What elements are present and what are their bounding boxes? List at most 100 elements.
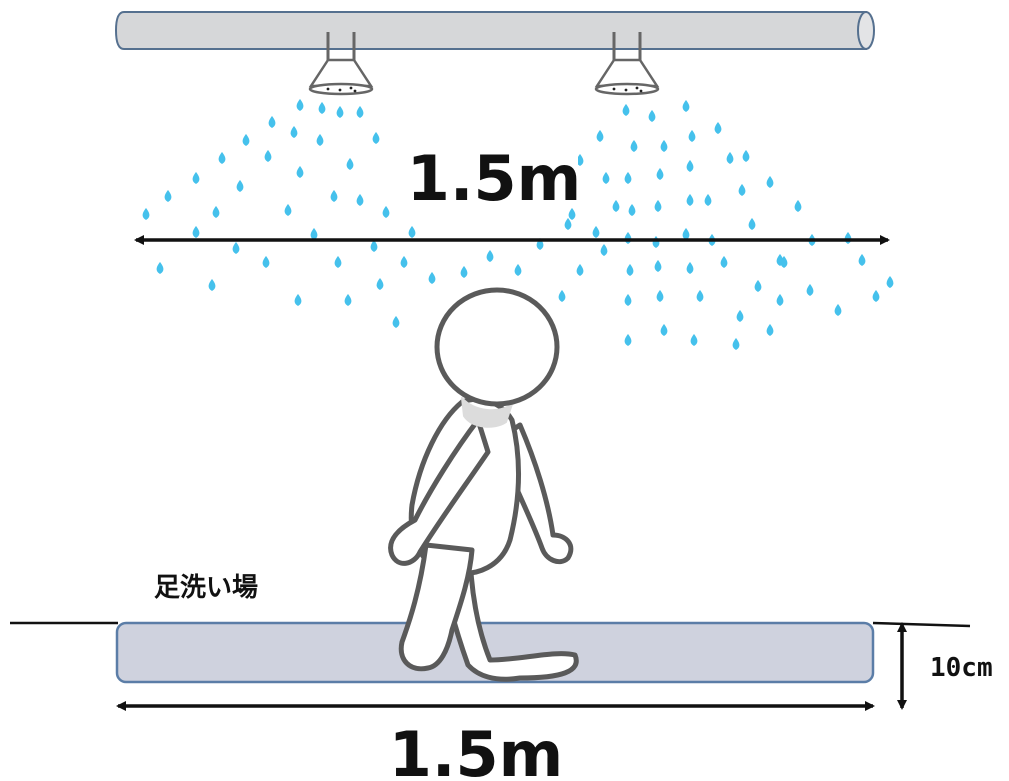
water-droplet: [794, 200, 802, 212]
water-droplet: [264, 150, 272, 162]
water-droplet: [408, 226, 416, 238]
water-droplet: [296, 166, 304, 178]
water-droplet: [576, 154, 584, 166]
water-droplet: [428, 272, 436, 284]
water-droplet: [886, 276, 894, 288]
water-droplet: [370, 240, 378, 252]
water-droplet: [236, 180, 244, 192]
water-droplet: [564, 218, 572, 230]
water-droplet: [686, 194, 694, 206]
spray-nozzle-icon: [594, 32, 660, 96]
water-droplet: [486, 250, 494, 262]
water-droplet: [858, 254, 866, 266]
water-droplet: [290, 126, 298, 138]
water-droplet: [688, 130, 696, 142]
water-droplet: [656, 290, 664, 302]
water-droplet: [558, 290, 566, 302]
water-droplet: [738, 184, 746, 196]
water-droplet: [382, 206, 390, 218]
water-droplet: [164, 190, 172, 202]
water-droplet: [682, 228, 690, 240]
water-droplet: [660, 140, 668, 152]
water-droplet: [568, 208, 576, 220]
spray-width-label: 1.5m: [407, 142, 581, 215]
water-droplet: [392, 316, 400, 328]
water-droplet: [316, 134, 324, 146]
water-droplet: [622, 104, 630, 116]
water-droplet: [686, 160, 694, 172]
water-droplet: [624, 294, 632, 306]
water-droplet: [654, 260, 662, 272]
water-droplet: [372, 132, 380, 144]
water-droplet: [612, 200, 620, 212]
depth-label: 10cm: [930, 653, 993, 683]
water-droplet: [356, 106, 364, 118]
water-droplet: [844, 232, 852, 244]
water-droplet: [596, 130, 604, 142]
foot-wash-area: 足洗い場: [10, 573, 971, 684]
water-droplet: [806, 284, 814, 296]
water-droplet: [600, 244, 608, 256]
water-droplet: [628, 204, 636, 216]
water-droplet: [376, 278, 384, 290]
water-droplet: [294, 294, 302, 306]
water-droplet: [652, 236, 660, 248]
water-droplet: [310, 228, 318, 240]
water-droplet: [766, 176, 774, 188]
water-droplet: [732, 338, 740, 350]
pipe-end: [857, 11, 875, 50]
floor-width-dimension: 1.5m: [116, 701, 875, 781]
water-droplet: [268, 116, 276, 128]
spray-width-dimension: 1.5m: [134, 132, 890, 245]
water-droplet: [624, 172, 632, 184]
water-droplet: [192, 172, 200, 184]
water-droplet: [630, 140, 638, 152]
water-droplet: [834, 304, 842, 316]
pipe-body: [114, 11, 867, 50]
water-droplet: [726, 152, 734, 164]
water-droplet: [748, 218, 756, 230]
water-droplet: [284, 204, 292, 216]
water-droplet: [696, 290, 704, 302]
water-droplet: [208, 279, 216, 291]
water-droplet: [318, 102, 326, 114]
water-droplet: [660, 324, 668, 336]
water-droplet: [344, 294, 352, 306]
floor-width-label: 1.5m: [389, 718, 563, 781]
water-droplet: [156, 262, 164, 274]
water-droplet: [754, 280, 762, 292]
water-droplet: [262, 256, 270, 268]
water-droplet: [192, 226, 200, 238]
water-droplet: [356, 194, 364, 206]
water-droplet: [334, 256, 342, 268]
water-droplet: [602, 172, 610, 184]
water-droplet: [776, 254, 784, 266]
water-droplet: [872, 290, 880, 302]
water-droplet: [654, 200, 662, 212]
water-droplet: [142, 208, 150, 220]
depth-dimension: 10cm: [897, 622, 993, 710]
overhead-pipe: [114, 11, 875, 50]
water-droplet: [296, 99, 304, 111]
water-droplet: [242, 134, 250, 146]
person-head: [434, 287, 560, 407]
water-droplet: [686, 262, 694, 274]
water-droplet: [736, 310, 744, 322]
water-droplet: [714, 122, 722, 134]
water-droplet: [460, 266, 468, 278]
water-droplet: [742, 150, 750, 162]
water-droplet: [400, 256, 408, 268]
water-droplet: [776, 294, 784, 306]
water-droplet: [766, 324, 774, 336]
water-droplet: [648, 110, 656, 122]
water-droplet: [576, 264, 584, 276]
walking-person-icon: [388, 287, 579, 682]
water-droplet: [514, 264, 522, 276]
water-droplet: [346, 158, 354, 170]
water-droplet: [232, 242, 240, 254]
water-droplet: [330, 190, 338, 202]
water-droplet: [212, 206, 220, 218]
water-droplet: [682, 100, 690, 112]
water-droplet: [704, 194, 712, 206]
